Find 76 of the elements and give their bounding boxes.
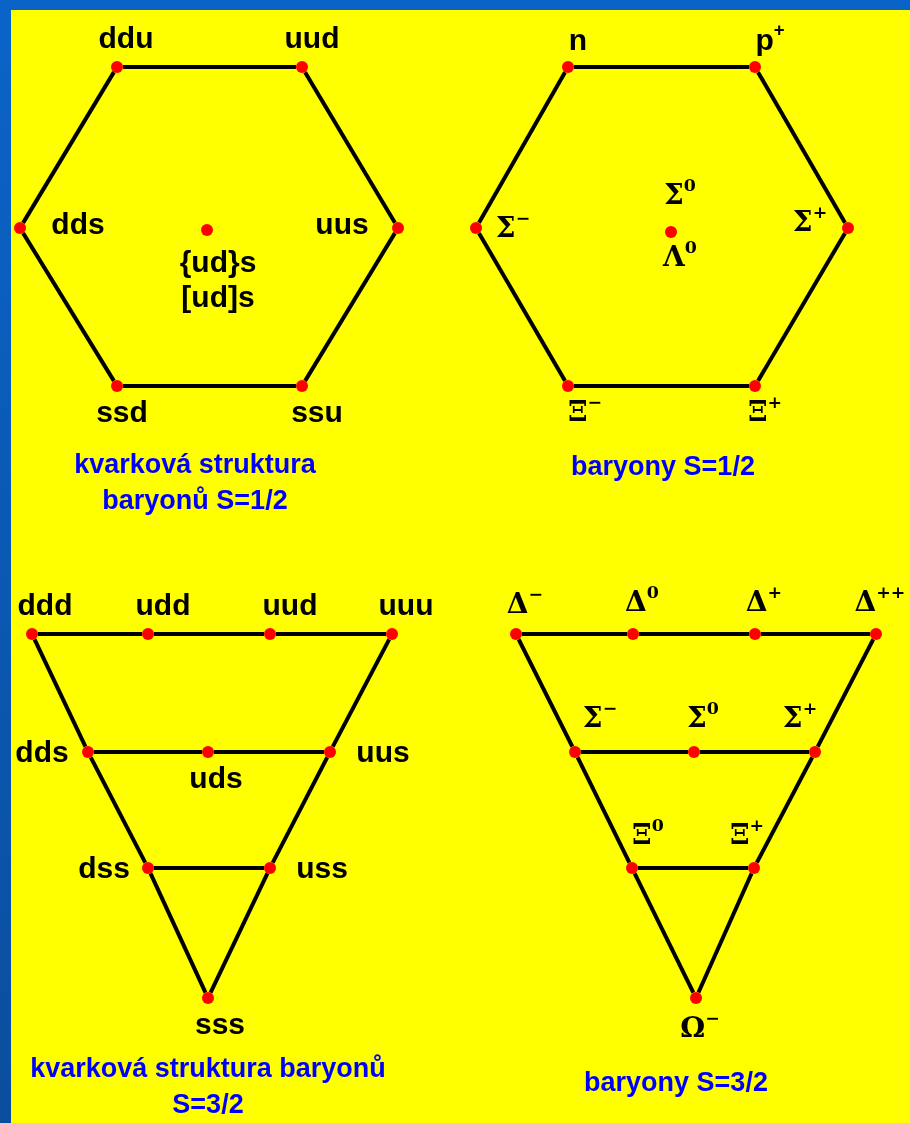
connector-line: [303, 71, 397, 224]
connector-line: [94, 750, 202, 754]
connector-line: [21, 232, 116, 382]
particle-label: Ξ$^{+}$: [747, 398, 783, 426]
connector-line: [638, 866, 748, 870]
quark-label: uus: [315, 209, 369, 239]
caption-text: kvarková struktura baryonů S=3/2: [29, 1052, 387, 1121]
quark-label: uuu: [378, 590, 434, 620]
particle-label: Δ$^{0}$: [625, 588, 659, 616]
quark-label: uud: [284, 23, 340, 53]
caption-text: baryony S=1/2: [570, 450, 756, 483]
connector-line: [154, 632, 264, 636]
quark-label: uus: [356, 737, 410, 767]
connector-line: [148, 872, 208, 994]
connector-line: [761, 632, 870, 636]
connector-line: [477, 232, 567, 382]
connector-line: [516, 638, 575, 748]
particle-label: Ξ$^{0}$: [632, 821, 664, 849]
connector-line: [21, 71, 116, 224]
quark-label: ddd: [17, 590, 73, 620]
particle-label: Σ$^{+}$: [792, 208, 828, 236]
connector-line: [574, 384, 749, 388]
connector-line: [154, 866, 264, 870]
connector-line: [276, 632, 386, 636]
quark-label: uud: [262, 590, 318, 620]
connector-line: [575, 756, 632, 864]
quark-label: ddu: [98, 23, 154, 53]
quark-label: ssd: [96, 397, 148, 427]
connector-line: [123, 65, 296, 69]
caption-text: baryony S=3/2: [583, 1066, 769, 1099]
particle-label: Δ$^{++}$: [854, 588, 906, 616]
particle-label: Σ$^{−}$: [582, 704, 618, 732]
connector-line: [581, 750, 688, 754]
connector-line: [756, 232, 847, 382]
particle-label: Σ$^{+}$: [782, 704, 818, 732]
connector-line: [816, 638, 876, 748]
particle-label: Σ$^{−}$: [495, 214, 531, 242]
connector-line: [303, 232, 397, 382]
connector-line: [271, 756, 329, 864]
particle-label: Λ$^{0}$: [663, 243, 697, 271]
quark-label: p$^{+}$: [755, 25, 785, 55]
quark-label: uss: [296, 853, 348, 883]
particle-label: Ξ$^{+}$: [729, 821, 765, 849]
connector-line: [639, 632, 749, 636]
connector-line: [214, 750, 324, 754]
quark-label: dss: [78, 853, 130, 883]
connector-line: [755, 756, 814, 864]
connector-line: [522, 632, 627, 636]
quark-label: udd: [135, 590, 191, 620]
connector-line: [574, 65, 749, 69]
particle-label: Δ$^{+}$: [745, 588, 783, 616]
caption-text: kvarková struktura baryonů S=1/2: [73, 448, 317, 517]
connector-line: [756, 71, 847, 224]
quark-label: dds: [51, 209, 105, 239]
connector-line: [632, 872, 696, 994]
connector-line: [32, 638, 88, 748]
particle-label: Σ$^{0}$: [687, 704, 719, 732]
connector-line: [38, 632, 142, 636]
quark-label: uds: [189, 763, 243, 793]
quark-label: dds: [15, 737, 69, 767]
quark-label: sss: [194, 1009, 246, 1039]
connector-line: [477, 71, 567, 224]
connector-line: [700, 750, 809, 754]
connector-line: [208, 872, 270, 994]
particle-label: Ω$^{−}$: [680, 1014, 720, 1042]
connector-line: [696, 872, 754, 994]
connector-line: [123, 384, 296, 388]
connector-line: [89, 756, 147, 864]
quark-label: ssu: [291, 397, 343, 427]
particle-label: Σ$^{0}$: [664, 181, 696, 209]
particle-label: Ξ$^{−}$: [567, 398, 603, 426]
particle-label: Δ$^{−}$: [506, 590, 544, 618]
quark-label: n: [568, 25, 588, 55]
quark-label: [ud]s: [181, 282, 255, 312]
quark-label: {ud}s: [179, 247, 257, 277]
connector-line: [331, 638, 391, 748]
